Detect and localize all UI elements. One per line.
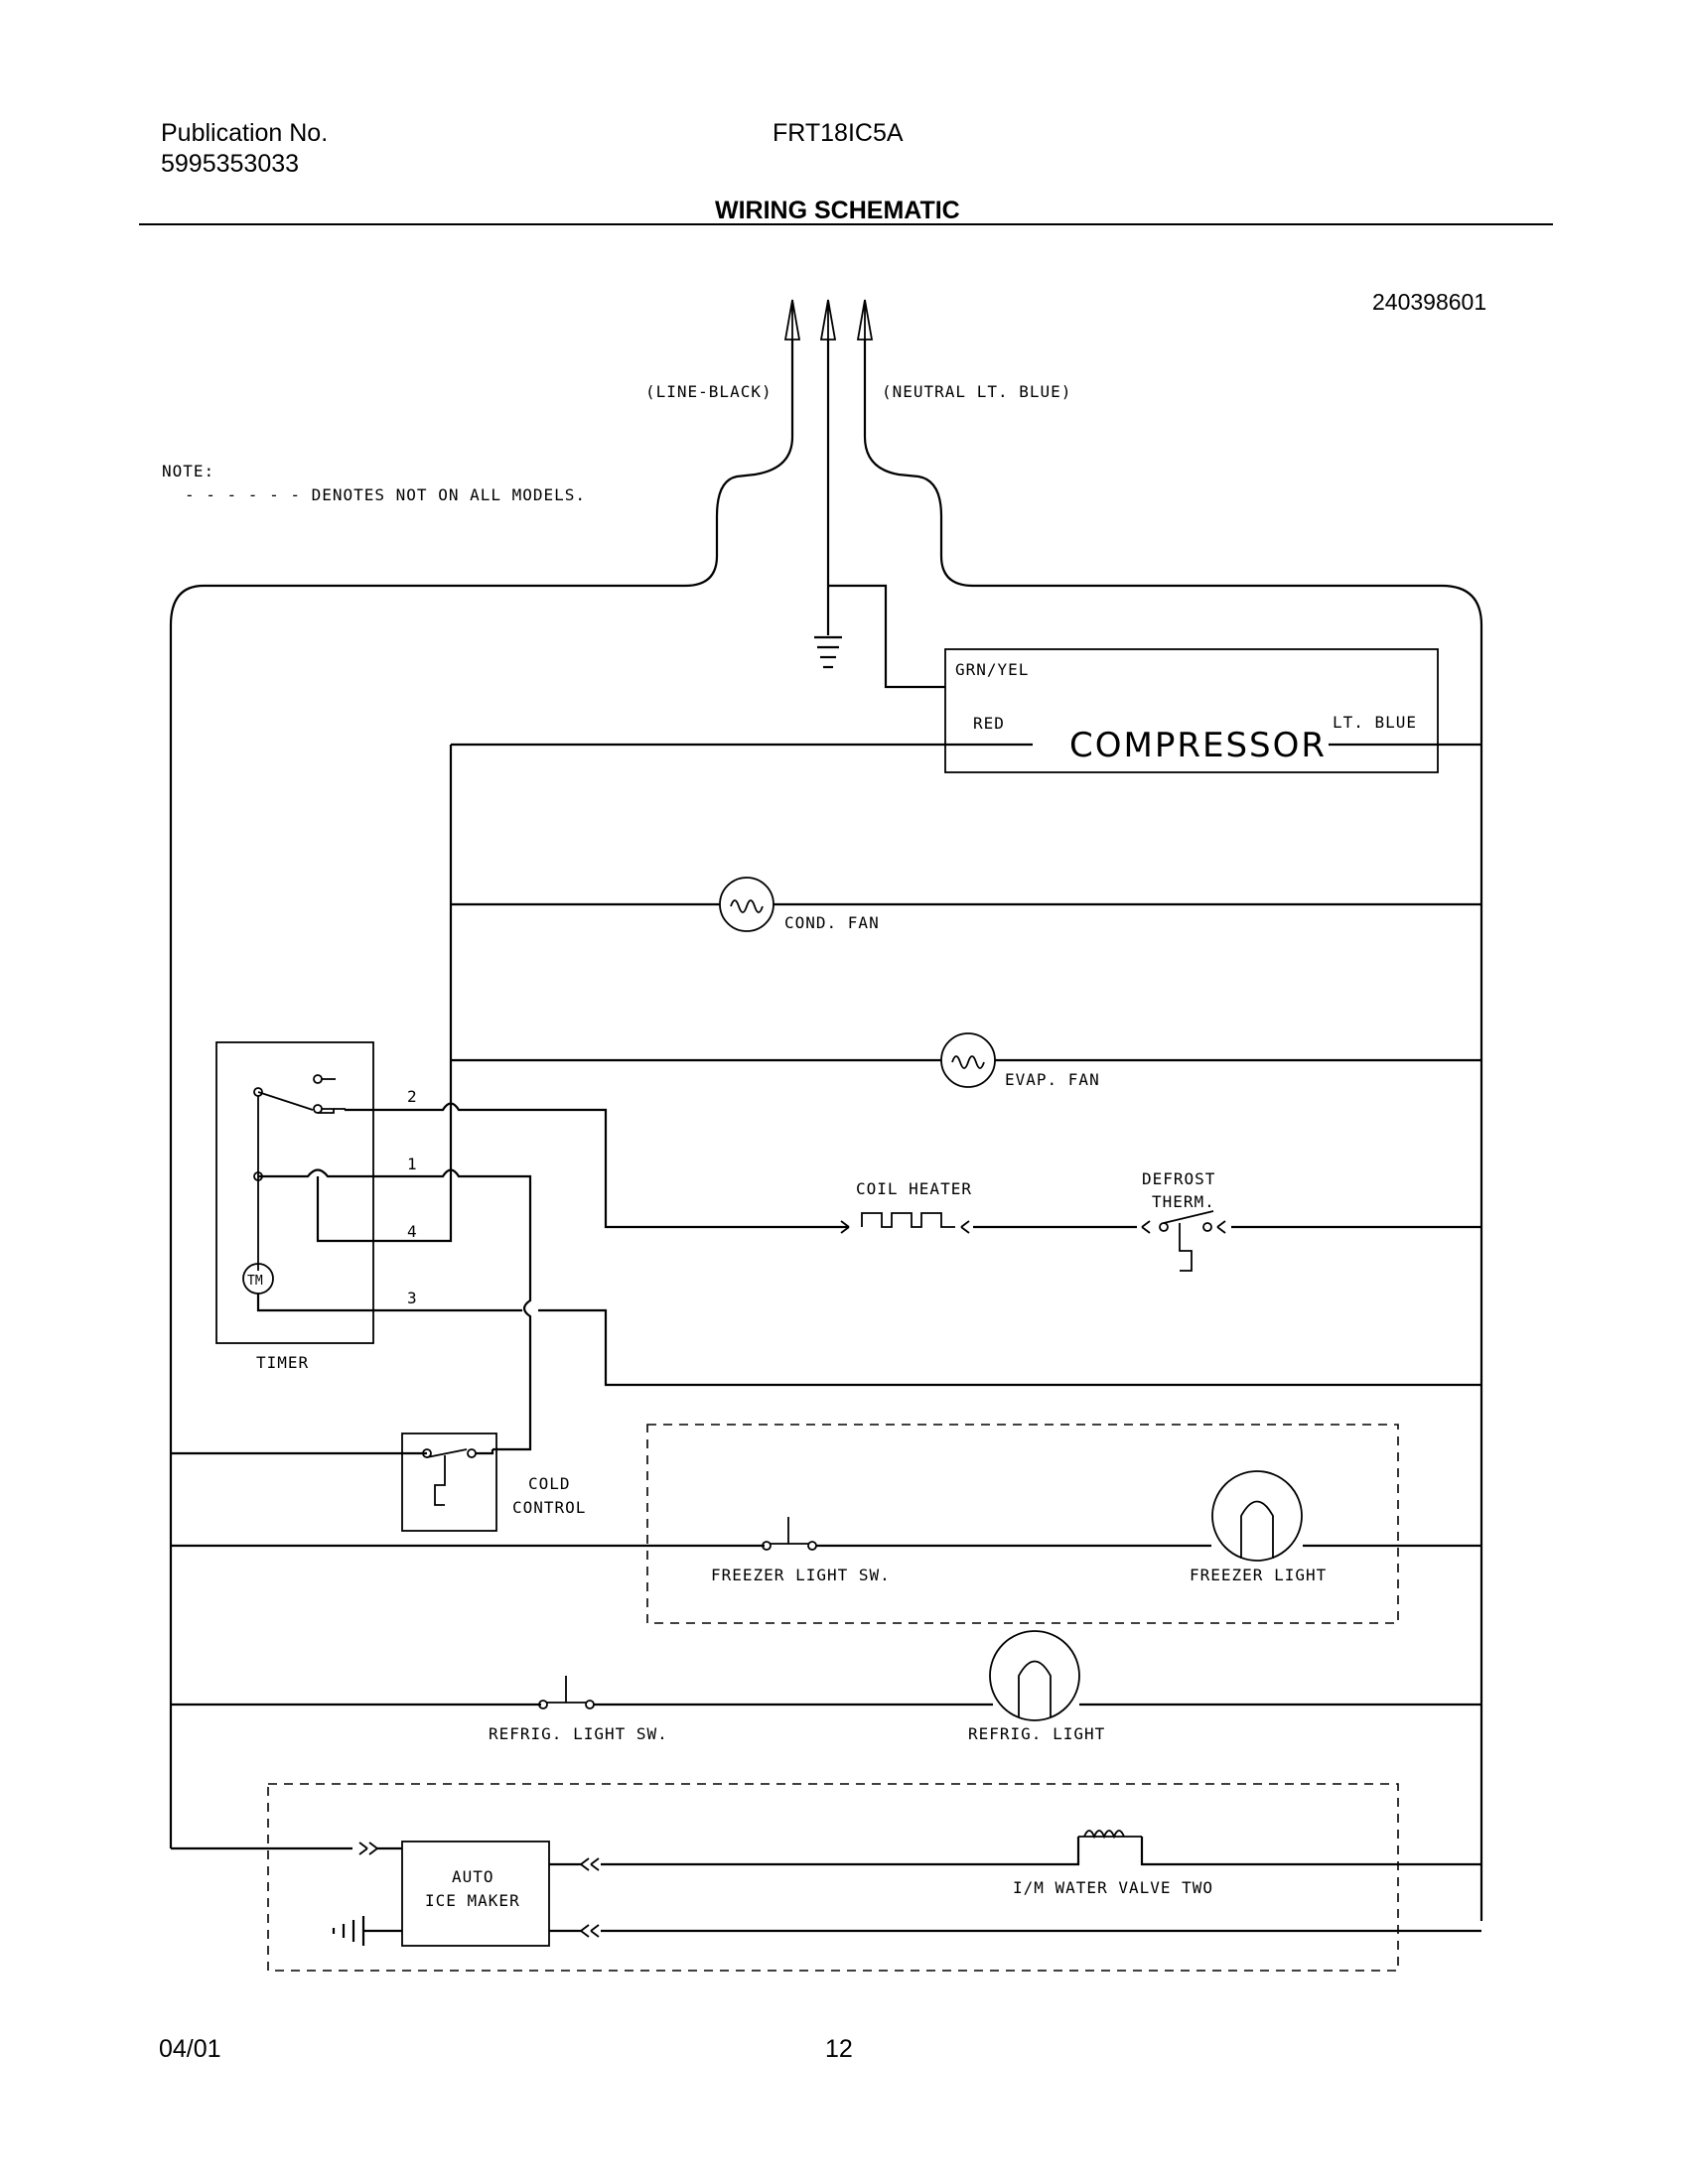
defrost-therm-label-2: THERM. bbox=[1152, 1192, 1215, 1211]
evap-fan-icon bbox=[940, 1032, 996, 1088]
cond-fan-label: COND. FAN bbox=[784, 913, 880, 932]
defrost-therm-label-1: DEFROST bbox=[1142, 1169, 1215, 1188]
terminal-1-label: 1 bbox=[407, 1155, 418, 1173]
compressor-ground-lead: GRN/YEL bbox=[955, 660, 1029, 679]
water-valve-icon bbox=[1078, 1830, 1142, 1840]
compressor-blue-lead: LT. BLUE bbox=[1333, 713, 1417, 732]
ice-maker-box bbox=[401, 1841, 550, 1947]
ice-maker-label-1: AUTO bbox=[452, 1867, 494, 1886]
terminal-3-label: 3 bbox=[407, 1289, 418, 1307]
note-title: NOTE: bbox=[162, 462, 214, 480]
freezer-light-optional-box bbox=[646, 1424, 1399, 1624]
neutral-wire bbox=[863, 340, 1483, 1921]
header-rule bbox=[139, 223, 1553, 225]
terminal-2-label: 2 bbox=[407, 1087, 418, 1106]
cold-control-contacts bbox=[422, 1448, 477, 1506]
freezer-light-label: FREEZER LIGHT bbox=[1190, 1566, 1327, 1584]
note-text: - - - - - - DENOTES NOT ON ALL MODELS. bbox=[185, 485, 586, 504]
refrig-light-switch-icon bbox=[538, 1676, 595, 1709]
timer-contacts bbox=[253, 1074, 346, 1271]
refrig-light-switch-label: REFRIG. LIGHT SW. bbox=[489, 1724, 668, 1743]
ground-icon bbox=[814, 635, 842, 669]
publication-label: Publication No. bbox=[161, 119, 329, 147]
freezer-light-switch-label: FREEZER LIGHT SW. bbox=[711, 1566, 891, 1584]
compressor-box bbox=[944, 648, 1439, 773]
drawing-number: 240398601 bbox=[1372, 289, 1486, 315]
publication-number: 5995353033 bbox=[161, 150, 300, 178]
terminal-4-label: 4 bbox=[407, 1222, 418, 1241]
cond-fan-icon bbox=[719, 877, 774, 932]
timer-label: TIMER bbox=[256, 1353, 309, 1372]
cold-control-label-2: CONTROL bbox=[512, 1498, 586, 1517]
ice-maker-label-2: ICE MAKER bbox=[425, 1891, 520, 1910]
cold-control-box bbox=[401, 1433, 497, 1532]
evap-fan-label: EVAP. FAN bbox=[1005, 1070, 1100, 1089]
timer-box bbox=[215, 1041, 374, 1344]
ice-maker-optional-box bbox=[267, 1783, 1399, 1972]
freezer-light-switch-icon bbox=[762, 1517, 817, 1551]
page-number: 12 bbox=[825, 2035, 853, 2063]
freezer-light-icon bbox=[1211, 1470, 1303, 1562]
compressor-label: COMPRESSOR bbox=[1069, 726, 1327, 765]
line-wire bbox=[169, 340, 794, 1848]
svg-text:TM: TM bbox=[247, 1274, 263, 1289]
compressor-red-lead: RED bbox=[973, 714, 1005, 733]
defrost-thermostat-icon bbox=[1141, 1210, 1226, 1272]
coil-heater-icon bbox=[840, 1212, 970, 1234]
footer-date: 04/01 bbox=[159, 2035, 221, 2063]
model-number: FRT18IC5A bbox=[773, 119, 904, 147]
refrig-light-icon bbox=[989, 1630, 1080, 1721]
water-valve-label: I/M WATER VALVE TWO bbox=[1013, 1878, 1213, 1897]
neutral-label: (NEUTRAL LT. BLUE) bbox=[882, 382, 1071, 401]
line-black-label: (LINE-BLACK) bbox=[645, 382, 773, 401]
ice-maker-ground-icon bbox=[332, 1916, 402, 1946]
page-title: WIRING SCHEMATIC bbox=[715, 197, 960, 224]
supply-arrows bbox=[783, 299, 874, 341]
coil-heater-label: COIL HEATER bbox=[856, 1179, 972, 1198]
refrig-light-label: REFRIG. LIGHT bbox=[968, 1724, 1105, 1743]
cold-control-label-1: COLD bbox=[528, 1474, 571, 1493]
